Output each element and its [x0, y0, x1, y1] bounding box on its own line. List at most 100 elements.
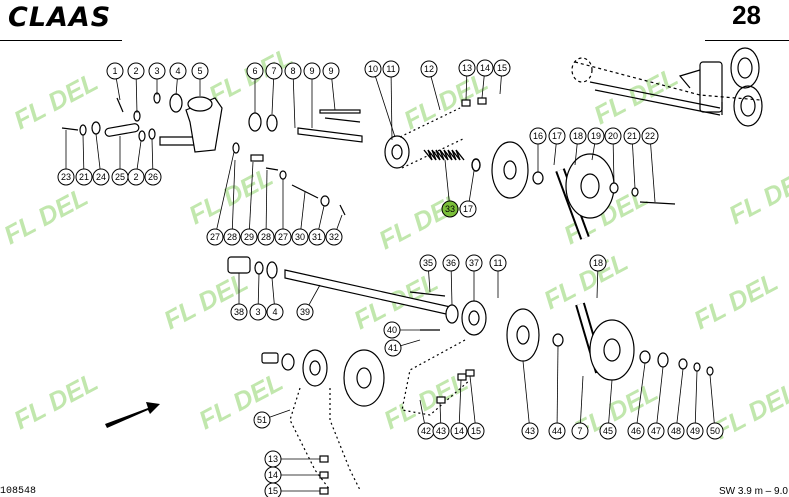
callout-8: 8: [284, 62, 302, 80]
callout-2: 2: [127, 62, 145, 80]
watermark-text: FL DEL: [589, 61, 683, 130]
callout-number: 35: [423, 258, 433, 268]
leader-line: [175, 78, 178, 96]
callout-number: 30: [295, 232, 305, 242]
callout-bubble: [322, 62, 340, 80]
leader-line: [231, 159, 236, 230]
pulley-belt-upper: [491, 141, 676, 240]
callout-39: 39: [296, 303, 314, 321]
callout-20: 20: [604, 127, 622, 145]
spec-range: SW 3.9 m – 9.0 m: [719, 486, 789, 497]
callout-49: 49: [686, 422, 704, 440]
callout-bubble: [75, 168, 93, 186]
lower-sprocket-37: [461, 300, 487, 336]
callout-bubble: [206, 228, 224, 246]
callout-12: 12: [420, 60, 438, 78]
callout-number: 15: [497, 63, 507, 73]
leader-line: [269, 409, 291, 418]
leader-line: [95, 133, 101, 170]
leader-line: [115, 78, 121, 101]
callout-bubble: [589, 254, 607, 272]
leader-line: [400, 339, 421, 347]
callout-number: 41: [388, 343, 398, 353]
callout-number: 15: [268, 486, 278, 496]
callout-24: 24: [92, 168, 110, 186]
callout-19: 19: [587, 127, 605, 145]
callout-21: 21: [623, 127, 641, 145]
callout-bubble: [240, 228, 258, 246]
callout-bubble: [384, 339, 402, 357]
callout-number: 1: [112, 66, 117, 76]
callout-bubble: [489, 254, 507, 272]
callout-48: 48: [667, 422, 685, 440]
callout-number: 32: [329, 232, 339, 242]
callout-27: 27: [206, 228, 224, 246]
callout-number: 14: [454, 426, 464, 436]
callout-35: 35: [419, 254, 437, 272]
callout-bubble: [148, 62, 166, 80]
callout-7: 7: [265, 62, 283, 80]
callout-38: 38: [230, 303, 248, 321]
leader-line: [82, 134, 85, 170]
callout-number: 48: [671, 426, 681, 436]
leader-line: [450, 270, 453, 306]
leader-line: [468, 170, 475, 202]
callout-number: 27: [278, 232, 288, 242]
callout-number: 14: [480, 63, 490, 73]
leader-line: [574, 143, 578, 166]
callout-bubble: [92, 168, 110, 186]
leader-line: [632, 143, 636, 189]
leader-line: [650, 143, 656, 203]
callout-number: 33: [445, 204, 455, 214]
pulley-belt-lower: [506, 302, 714, 381]
callout-number: 9: [328, 66, 333, 76]
callout-28: 28: [257, 228, 275, 246]
callout-number: 17: [463, 204, 473, 214]
callout-13: 13: [264, 450, 282, 468]
page-number-rule: [705, 40, 789, 41]
callout-bubble: [627, 422, 645, 440]
callout-number: 38: [234, 307, 244, 317]
leader-line: [308, 284, 321, 306]
callout-bubble: [127, 168, 145, 186]
callout-number: 44: [552, 426, 562, 436]
brand-rule: [0, 40, 122, 41]
callout-bubble: [169, 62, 187, 80]
leader-line: [465, 75, 468, 101]
callout-5: 5: [191, 62, 209, 80]
watermark-text: FL DEL: [184, 161, 278, 230]
leader-line: [481, 75, 485, 99]
callout-17: 17: [548, 127, 566, 145]
callout-bubble: [441, 200, 459, 218]
leader-line: [430, 76, 441, 111]
callout-9: 9: [322, 62, 340, 80]
callout-bubble: [420, 60, 438, 78]
leader-line: [331, 78, 336, 111]
callout-bubble: [308, 228, 326, 246]
leader-line: [265, 169, 268, 230]
callout-14: 14: [476, 59, 494, 77]
callout-29: 29: [240, 228, 258, 246]
callout-number: 21: [627, 131, 637, 141]
callout-number: 13: [268, 454, 278, 464]
callout-14: 14: [264, 466, 282, 484]
callout-bubble: [246, 62, 264, 80]
callout-number: 11: [386, 64, 395, 74]
callout-bubble: [587, 127, 605, 145]
callout-bubble: [599, 422, 617, 440]
callout-bubble: [253, 411, 271, 429]
callout-2: 2: [127, 168, 145, 186]
callout-bubble: [325, 228, 343, 246]
callout-number: 36: [446, 258, 456, 268]
callout-number: 2: [133, 66, 138, 76]
callout-15: 15: [264, 482, 282, 497]
watermark-text: FL DEL: [9, 66, 103, 135]
callout-bubble: [571, 422, 589, 440]
callout-number: 28: [261, 232, 271, 242]
callout-bubble: [604, 127, 622, 145]
page-number: 28: [732, 0, 761, 30]
callout-number: 8: [290, 66, 295, 76]
callout-4: 4: [169, 62, 187, 80]
callout-bubble: [459, 200, 477, 218]
watermark-text: FL DEL: [539, 246, 633, 315]
